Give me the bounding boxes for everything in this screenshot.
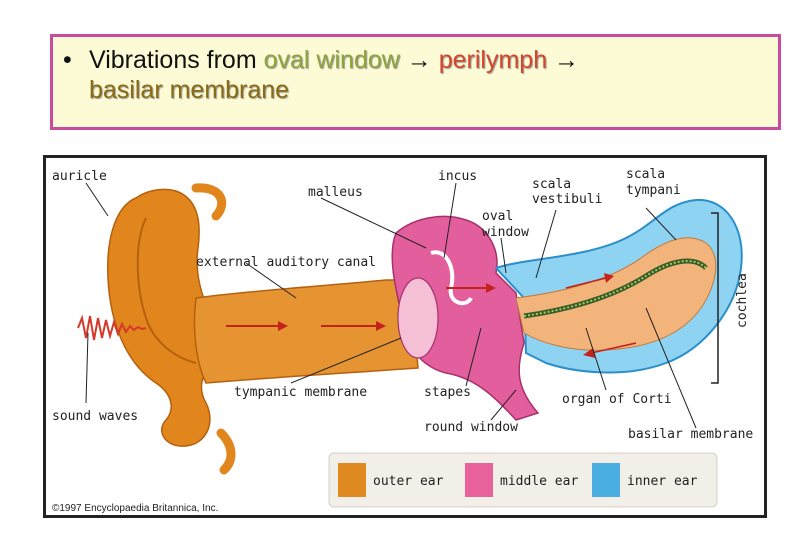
legend-label: inner ear	[627, 474, 698, 489]
leader-external-canal	[245, 262, 297, 299]
leader-tympanic	[290, 337, 402, 384]
label-scala-vestibuli-1: scala	[532, 177, 571, 192]
leader-basilar	[645, 307, 697, 429]
bullet: •	[63, 46, 72, 74]
auricle-lobe	[216, 428, 236, 475]
leader-auricle	[85, 182, 109, 217]
leader-organ-of-corti	[585, 327, 607, 391]
cochlea-arrow-1	[565, 277, 607, 289]
leader-round-window	[490, 389, 517, 421]
label-organ-of-corti: organ of Corti	[562, 392, 672, 407]
label-stapes: stapes	[424, 385, 471, 400]
canal-arrowhead-2	[376, 321, 386, 331]
caption-arrow-1: →	[406, 46, 432, 74]
label-tympanic-membrane: tympanic membrane	[234, 385, 367, 400]
label-oval-window-2: window	[482, 225, 529, 240]
label-cochlea: cochlea	[735, 273, 750, 328]
cochlea-arrowhead-1	[604, 273, 614, 283]
caption-perilymph: perilymph	[438, 46, 548, 74]
external-canal-shape	[193, 279, 419, 384]
leader-scala-vestibuli	[535, 209, 557, 279]
cochlea-bracket	[711, 212, 719, 384]
legend-items: outer ear middle ear inner ear	[338, 463, 698, 497]
leader-sound-waves	[85, 332, 89, 404]
caption-box: • Vibrations from oval window → perilymph…	[50, 34, 781, 130]
caption-basilar-membrane: basilar membrane	[89, 76, 290, 104]
caption-line-1: • Vibrations from oval window → perilymph…	[63, 45, 768, 75]
middle-arrowhead	[486, 283, 496, 293]
tympanic-membrane-shape	[397, 277, 439, 359]
auricle-helix-top	[191, 183, 227, 221]
legend-swatch	[465, 463, 493, 497]
label-basilar-membrane: basilar membrane	[628, 427, 753, 442]
leader-stapes	[465, 327, 482, 387]
leader-malleus	[320, 197, 427, 249]
caption-prefix: Vibrations from	[89, 46, 257, 74]
legend: outer ear middle ear inner ear	[328, 452, 718, 508]
label-malleus: malleus	[308, 185, 363, 200]
label-round-window: round window	[424, 420, 518, 435]
label-sound-waves: sound waves	[52, 409, 138, 424]
legend-label: middle ear	[500, 474, 578, 489]
leader-scala-tympani	[645, 207, 677, 241]
auricle-fold	[136, 217, 197, 364]
legend-swatch	[592, 463, 620, 497]
caption-arrow-2: →	[554, 46, 580, 74]
leader-oval-window	[500, 237, 507, 274]
legend-swatch	[338, 463, 366, 497]
label-incus: incus	[438, 169, 477, 184]
cochlea-arrow-2	[590, 342, 637, 354]
canal-arrowhead-1	[278, 321, 288, 331]
label-auricle: auricle	[52, 169, 107, 184]
basilar-membrane-shape	[523, 258, 708, 319]
sound-waves-shape	[77, 314, 147, 341]
cochlea-arrowhead-2	[583, 348, 595, 358]
ear-diagram: auricle malleus incus scala vestibuli sc…	[43, 155, 767, 518]
copyright-text: ©1997 Encyclopaedia Britannica, Inc.	[52, 503, 218, 514]
label-scala-tympani-2: tympani	[626, 183, 681, 198]
label-oval-window-1: oval	[482, 209, 513, 224]
auricle-shape	[107, 188, 222, 447]
leader-incus	[443, 182, 457, 259]
label-scala-vestibuli-2: vestibuli	[532, 192, 602, 207]
legend-label: outer ear	[373, 474, 444, 489]
caption-oval-window: oval window	[263, 46, 400, 74]
caption-line-2: basilar membrane	[63, 75, 768, 105]
label-scala-tympani-1: scala	[626, 167, 665, 182]
ear-diagram-svg: auricle malleus incus scala vestibuli sc…	[52, 167, 753, 514]
label-external-canal: external auditory canal	[196, 255, 376, 270]
